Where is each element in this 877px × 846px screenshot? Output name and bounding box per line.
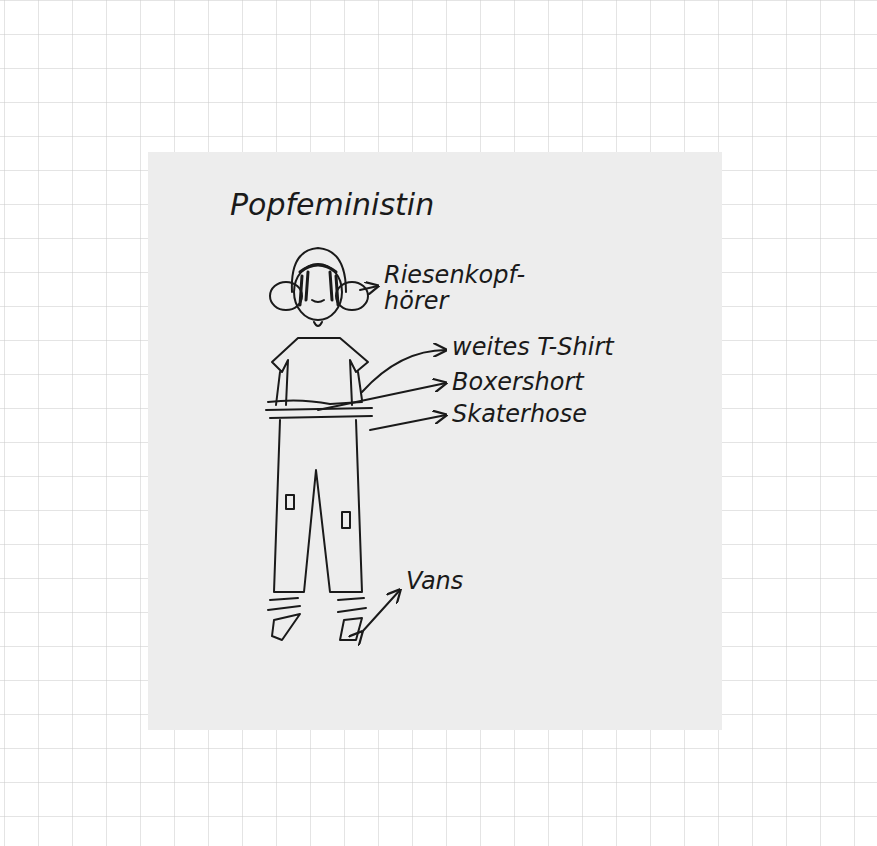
callout-label: weites T-Shirt <box>452 334 614 360</box>
sticky-note <box>148 152 722 730</box>
callout-label: Riesenkopf- hörer <box>384 262 525 315</box>
sketch-title: Popfeministin <box>230 188 434 221</box>
callout-label: Boxershort <box>452 369 584 395</box>
callout-label: Skaterhose <box>452 401 587 427</box>
callout-label: Vans <box>406 568 463 594</box>
